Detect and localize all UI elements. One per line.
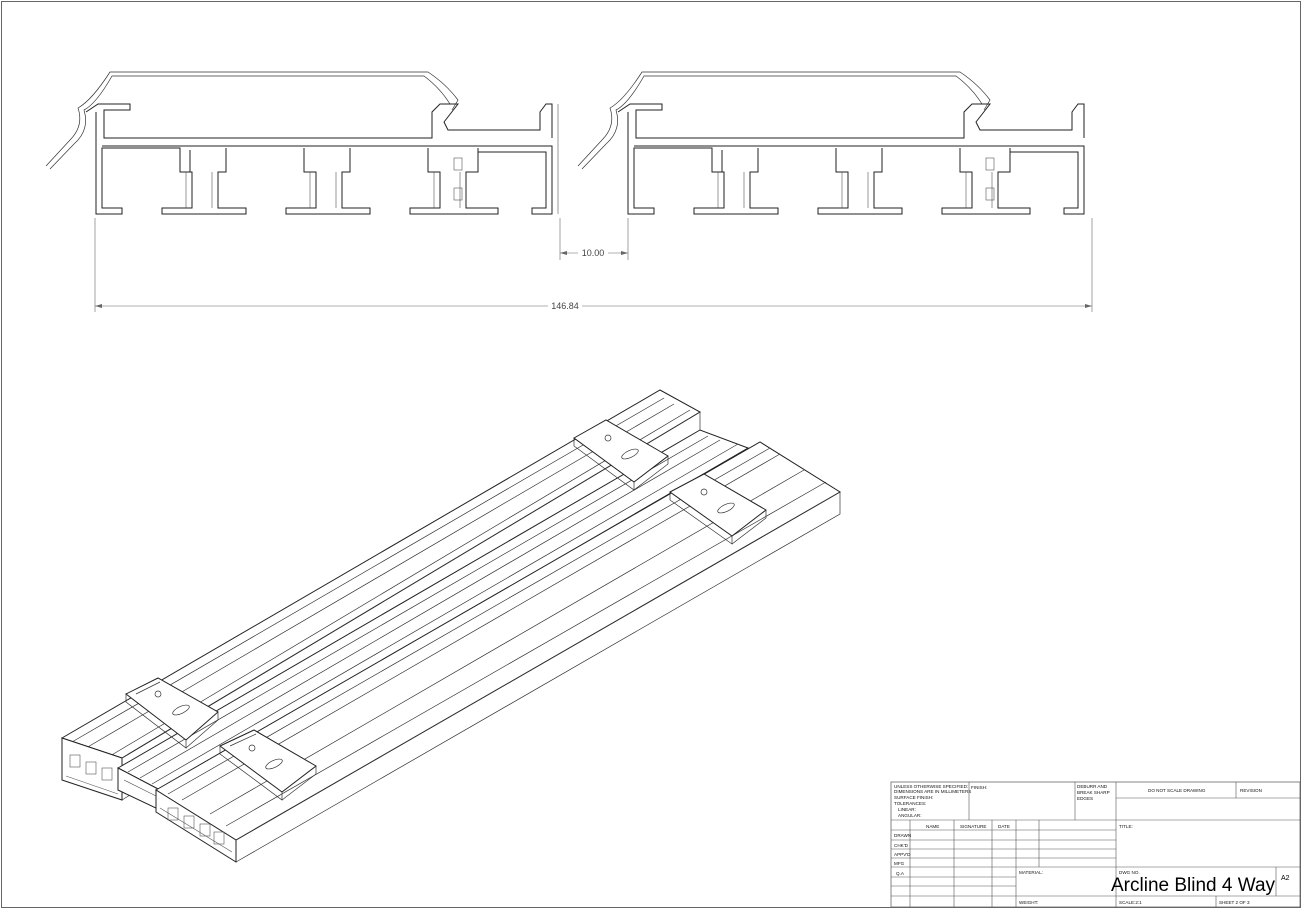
dimension-overall: 146.84	[94, 218, 1093, 312]
dimension-overall-label: 146.84	[551, 301, 579, 311]
note-6: ANGULAR:	[898, 813, 922, 818]
drawing-title: Arcline Blind 4 Way	[1111, 875, 1276, 896]
note-2: DIMENSIONS ARE IN MILLIMETERS	[894, 789, 971, 794]
dimension-gap: 10.00	[559, 218, 629, 260]
profile-left	[45, 71, 559, 215]
iso-rail-middle	[116, 429, 750, 811]
title-label: TITLE:	[1119, 824, 1133, 829]
scale-label: SCALE:2:1	[1119, 900, 1142, 905]
note-4: TOLERANCES:	[894, 801, 926, 806]
profile-right	[577, 71, 1085, 215]
weight-label: WEIGHT:	[1019, 900, 1038, 905]
sheet-size: A2	[1281, 875, 1290, 882]
title-block: UNLESS OTHERWISE SPECIFIED: DIMENSIONS A…	[890, 781, 1301, 908]
dwg-no-label: DWG NO.	[1119, 870, 1140, 875]
iso-bracket-3	[573, 419, 669, 491]
col-signature: SIGNATURE	[960, 824, 986, 829]
col-name: NAME	[926, 824, 939, 829]
iso-bracket-2	[219, 729, 317, 801]
note-3: SURFACE FINISH:	[894, 795, 933, 800]
iso-rail-front	[155, 441, 841, 863]
revision-label: REVISION	[1240, 788, 1262, 793]
deburr-3: EDGES	[1077, 796, 1093, 801]
section-view: 10.00 146.84	[45, 71, 1093, 312]
note-5: LINEAR:	[898, 807, 916, 812]
row-drawn: DRAWN	[894, 833, 911, 838]
deburr-1: DEBURR AND	[1077, 784, 1108, 789]
iso-bracket-1	[125, 677, 219, 749]
note-1: UNLESS OTHERWISE SPECIFIED:	[894, 784, 968, 789]
material-label: MATERIAL:	[1019, 870, 1043, 875]
finish-label: FINISH:	[971, 785, 987, 790]
dimension-gap-label: 10.00	[582, 248, 605, 258]
col-date: DATE	[998, 824, 1010, 829]
iso-bracket-4	[669, 473, 767, 545]
row-mfg: MFG	[894, 861, 905, 866]
row-chkd: CHK'D	[894, 843, 909, 848]
isometric-view	[60, 389, 841, 863]
do-not-scale: DO NOT SCALE DRAWING	[1148, 788, 1206, 793]
deburr-2: BREAK SHARP	[1077, 790, 1110, 795]
sheet-label: SHEET 2 OF 3	[1219, 900, 1250, 905]
row-appvd: APPV'D	[894, 852, 911, 857]
row-qa: Q.A	[896, 871, 905, 876]
